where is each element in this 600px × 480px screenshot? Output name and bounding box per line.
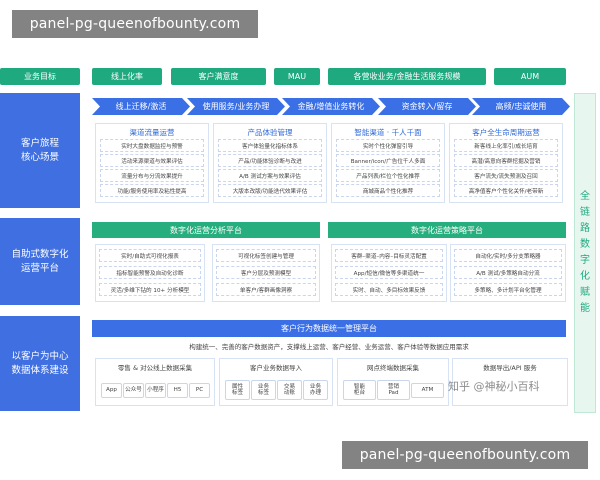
data-source-pill: 智能 柜台 — [343, 380, 376, 400]
analytics-platform-title: 数字化运营分析平台 — [92, 222, 320, 238]
journey-card-item: 高净值客户个性化关怀/老带新 — [454, 184, 558, 197]
platform-card-item: 自动化/实时/多分支策略器 — [454, 249, 562, 262]
platform-card-item: 单客户/客群画像洞察 — [216, 283, 316, 296]
journey-step: 高频/忠诚使用 — [472, 98, 570, 115]
journey-card-item: A/B 测试方案与效果评估 — [218, 169, 322, 182]
journey-card-title: 客户全生命周期运营 — [472, 128, 540, 137]
journey-card-item: 产品/功能体验诊断与改进 — [218, 154, 322, 167]
platform-card: 实时/自助式可视化报表指标智能预警及自动化诊断灵活/多维下钻的 10+ 分析模型 — [95, 244, 205, 302]
journey-card-title: 智能渠道 · 千人千面 — [354, 128, 422, 137]
platform-card-item: 灵活/多维下钻的 10+ 分析模型 — [99, 283, 201, 296]
data-section-label: 以客户为中心 数据体系建设 — [0, 316, 80, 411]
platform-card-item: 客群–渠道–内容–目标灵活配置 — [335, 249, 443, 262]
journey-card-item: 新客线上化率引/成长培育 — [454, 139, 558, 152]
right-column-text: 全链路数字化赋能 — [580, 191, 590, 314]
data-source-card-title: 网点终端数据采集 — [367, 364, 419, 372]
data-source-pill: 交易 动账 — [277, 380, 302, 400]
data-platform-description: 构建统一、完善的客户数据资产，支撑线上运营、客户经营、业务运营、客户体验等数据应… — [189, 343, 469, 351]
data-source-pill: 业务 办理 — [303, 380, 328, 400]
journey-card-item: 产品列表/栏位个性化推荐 — [336, 169, 440, 182]
platform-card-item: App/短信/微信等多渠道统一 — [335, 266, 443, 279]
journey-card-title: 渠道流量运营 — [129, 128, 175, 137]
journey-card: 渠道流量运营实时大盘数据监控与预警活动来源渠道与效果评估流量分布与分流效果提升功… — [95, 123, 209, 203]
platform-card: 客群–渠道–内容–目标灵活配置 App/短信/微信等多渠道统一实时、自动、多目标效… — [331, 244, 447, 302]
data-source-pill: 营销 Pad — [377, 380, 410, 400]
journey-card-item: 高潜/高意向客群挖掘及营销 — [454, 154, 558, 167]
platform-section-label: 自助式数字化 运营平台 — [0, 218, 80, 305]
data-source-card-title: 零售 & 对公线上数据采集 — [117, 364, 193, 372]
journey-card-item: 实时大盘数据监控与预警 — [100, 139, 204, 152]
data-source-pill: 属性 标签 — [225, 380, 250, 400]
platform-card-item: 多策略、多计划平台化管理 — [454, 283, 562, 296]
journey-card: 产品体验管理客户体验量化指标体系产品/功能体验诊断与改进 A/B 测试方案与效果评… — [213, 123, 327, 203]
journey-card-item: 大版本改版/功能迭代效果评估 — [218, 184, 322, 197]
watermark-bottom: panel-pg-queenofbounty.com — [342, 441, 588, 469]
journey-card: 智能渠道 · 千人千面实时个性化弹窗引导 Banner/icon/广告位千人多面产… — [331, 123, 445, 203]
right-column: 全链路数字化赋能 — [574, 93, 596, 413]
goal-item: 客户满意度 — [171, 68, 266, 85]
journey-step: 使用服务/业务办理 — [187, 98, 285, 115]
journey-card-item: Banner/icon/广告位千人多面 — [336, 154, 440, 167]
platform-card-item: 实时/自助式可视化报表 — [99, 249, 201, 262]
data-source-card-title: 客户业务数据导入 — [250, 364, 302, 372]
journey-step: 线上迁移/激活 — [92, 98, 190, 115]
platform-card-item: A/B 测试/多策略自动分流 — [454, 266, 562, 279]
journey-step: 资金转入/留存 — [378, 98, 476, 115]
data-source-pill: H5 — [167, 383, 188, 398]
journey-card-item: 客户流失/流失预测及召回 — [454, 169, 558, 182]
journey-card-item: 实时个性化弹窗引导 — [336, 139, 440, 152]
data-source-pill: ATM — [411, 383, 444, 398]
zhihu-watermark: 知乎 @神秘小百科 — [448, 380, 540, 393]
data-source-card: 数据导出/API 服务 — [452, 358, 568, 406]
data-platform-title: 客户行为数据统一管理平台 — [92, 320, 566, 337]
data-source-card: 客户业务数据导入属性 标签业务 标签交易 动账业务 办理 — [219, 358, 333, 406]
platform-card-item: 实时、自动、多目标效果反馈 — [335, 283, 443, 296]
goal-item: MAU — [274, 68, 320, 85]
journey-card-item: 活动来源渠道与效果评估 — [100, 154, 204, 167]
journey-step: 金融/增值业务转化 — [282, 98, 380, 115]
business-goal-label: 业务目标 — [0, 68, 80, 85]
journey-card: 客户全生命周期运营新客线上化率引/成长培育高潜/高意向客群挖掘及营销客户流失/流… — [449, 123, 563, 203]
data-source-card-title: 数据导出/API 服务 — [483, 364, 537, 372]
data-source-pill: 公众号 — [123, 383, 144, 398]
data-source-pill: App — [101, 383, 122, 398]
watermark-top: panel-pg-queenofbounty.com — [12, 10, 258, 38]
platform-card: 自动化/实时/多分支策略器 A/B 测试/多策略自动分流多策略、多计划平台化管理 — [450, 244, 566, 302]
journey-section-label: 客户旅程 核心场景 — [0, 93, 80, 208]
goal-item: 各营收业务/金融生活服务规模 — [328, 68, 486, 85]
journey-card-item: 商城商品个性化推荐 — [336, 184, 440, 197]
goal-item: AUM — [494, 68, 566, 85]
platform-card-item: 可视化标签创建与管理 — [216, 249, 316, 262]
data-source-pill: 业务 标签 — [251, 380, 276, 400]
data-source-pill: PC — [189, 383, 210, 398]
data-source-pill: 小程序 — [145, 383, 166, 398]
journey-card-item: 客户体验量化指标体系 — [218, 139, 322, 152]
goal-item: 线上化率 — [92, 68, 162, 85]
platform-card-item: 客户分层及预测模型 — [216, 266, 316, 279]
journey-card-title: 产品体验管理 — [247, 128, 293, 137]
journey-card-item: 流量分布与分流效果提升 — [100, 169, 204, 182]
strategy-platform-title: 数字化运营策略平台 — [328, 222, 566, 238]
platform-card-item: 指标智能预警及自动化诊断 — [99, 266, 201, 279]
platform-card: 可视化标签创建与管理客户分层及预测模型单客户/客群画像洞察 — [212, 244, 320, 302]
journey-card-item: 功能/服务使用率及粘性提高 — [100, 184, 204, 197]
